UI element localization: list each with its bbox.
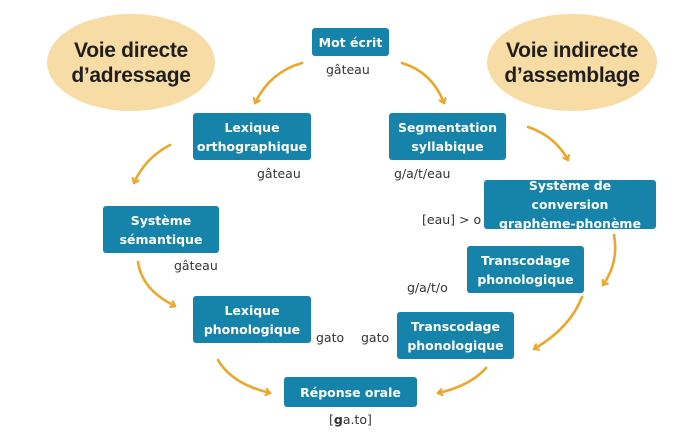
arrow-conversion-to-transcodage-1 — [603, 233, 617, 287]
label-gateau-ortho: gâteau — [257, 166, 301, 181]
label-conversion-eau: [eau] > o — [422, 212, 482, 227]
arrow-transcodage-2-to-reponse — [436, 366, 488, 393]
node-transcodage-phonologique-2: Transcodage phonologique — [397, 312, 514, 359]
route-direct-label: Voie directe d’adressage — [71, 38, 191, 87]
label-ipa-gato: [ga.to] — [329, 412, 372, 427]
arrow-mot-to-segmentation — [400, 61, 444, 105]
arrow-lexique-phono-to-reponse — [216, 358, 272, 393]
node-systeme-semantique: Système sémantique — [103, 206, 219, 253]
arrow-lexique-ortho-to-semantique — [134, 143, 172, 185]
arrow-transcodage-1-to-transcodage-2 — [532, 295, 584, 349]
node-lexique-orthographique: Lexique orthographique — [193, 113, 311, 160]
label-gato-transcodage: gato — [361, 330, 390, 345]
label-gato-lexique: gato — [316, 330, 345, 345]
node-systeme-conversion: Système de conversion graphème-phonème — [484, 178, 656, 231]
node-segmentation-syllabique: Segmentation syllabique — [389, 113, 506, 160]
arrow-segmentation-to-conversion — [526, 125, 568, 162]
route-indirect-label: Voie indirecte d’assemblage — [504, 38, 640, 87]
node-reponse-orale: Réponse orale — [284, 377, 417, 407]
route-indirect-ellipse: Voie indirecte d’assemblage — [487, 14, 657, 111]
label-gateau-mot: gâteau — [326, 62, 370, 77]
arrow-mot-to-lexique-ortho — [255, 61, 304, 105]
node-lexique-phonologique: Lexique phonologique — [193, 296, 311, 343]
label-seg-gato: g/a/t/o — [407, 280, 448, 295]
label-gateau-semantique: gâteau — [174, 258, 218, 273]
node-mot-ecrit: Mot écrit — [312, 28, 389, 56]
label-seg-gateau: g/a/t/eau — [394, 166, 451, 181]
node-transcodage-phonologique-1: Transcodage phonologique — [467, 246, 584, 293]
arrow-semantique-to-lexique-phono — [136, 260, 177, 306]
route-direct-ellipse: Voie directe d’adressage — [47, 14, 215, 111]
